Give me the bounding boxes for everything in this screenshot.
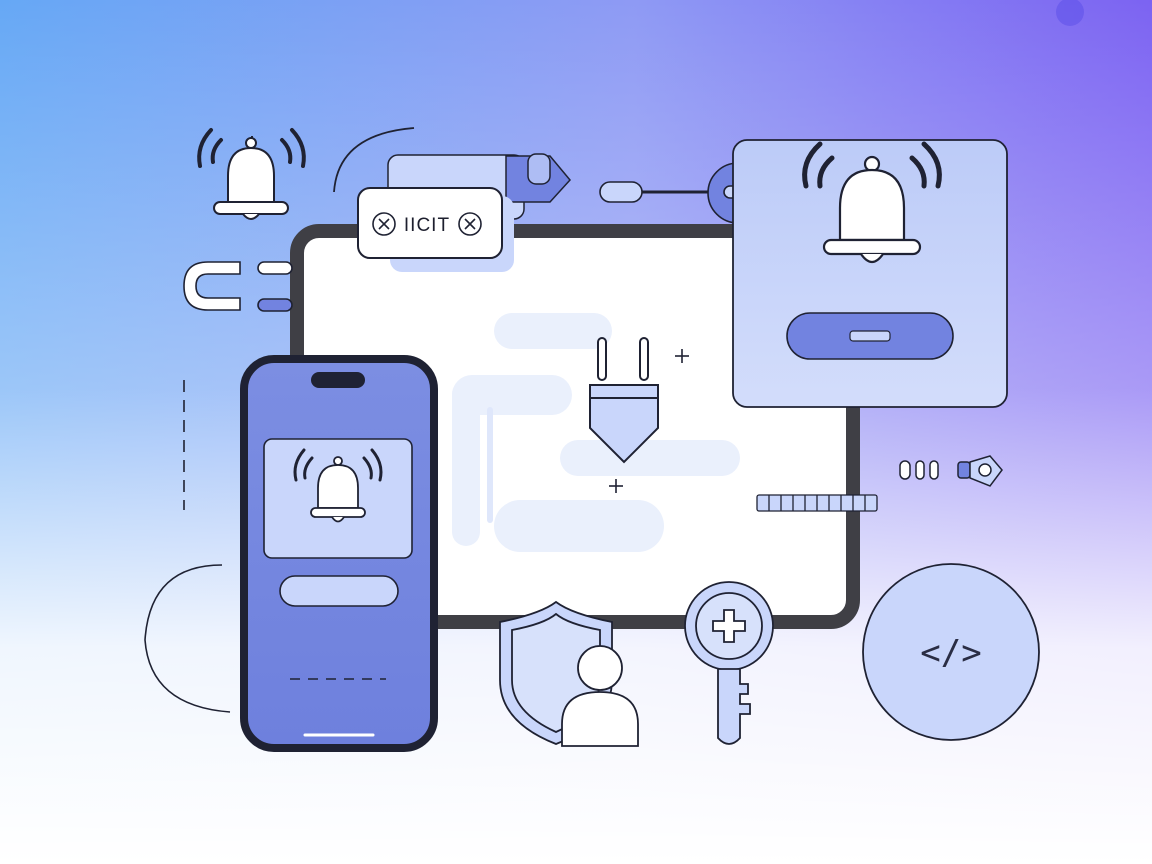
- notification-panel: [732, 139, 1008, 408]
- bell-icon: [822, 155, 922, 264]
- magnet-icon: [183, 261, 293, 312]
- phone-mockup: [240, 355, 438, 752]
- sparkle-icon: [609, 349, 689, 493]
- key-icon: [684, 581, 774, 745]
- chip-label: IICIT: [404, 215, 450, 236]
- progress-ruler: [756, 494, 878, 512]
- bell-icon: [310, 456, 366, 523]
- decorative-arc: [144, 564, 231, 713]
- shield-user-icon: [499, 600, 639, 747]
- bell-ring-waves: [197, 128, 306, 168]
- bell-icon: [213, 136, 289, 220]
- battery-indicator: [899, 460, 939, 480]
- decorative-arc: [333, 127, 415, 193]
- code-icon: </>: [862, 563, 1040, 741]
- bell-ring-waves: [802, 141, 942, 189]
- camera-icon: [957, 455, 1003, 487]
- bell-ring-waves: [293, 448, 383, 482]
- tag-chip: IICIT: [357, 153, 571, 272]
- plug-icon: [589, 337, 659, 464]
- phone-button: [279, 575, 399, 607]
- code-badge-label: </>: [920, 633, 981, 673]
